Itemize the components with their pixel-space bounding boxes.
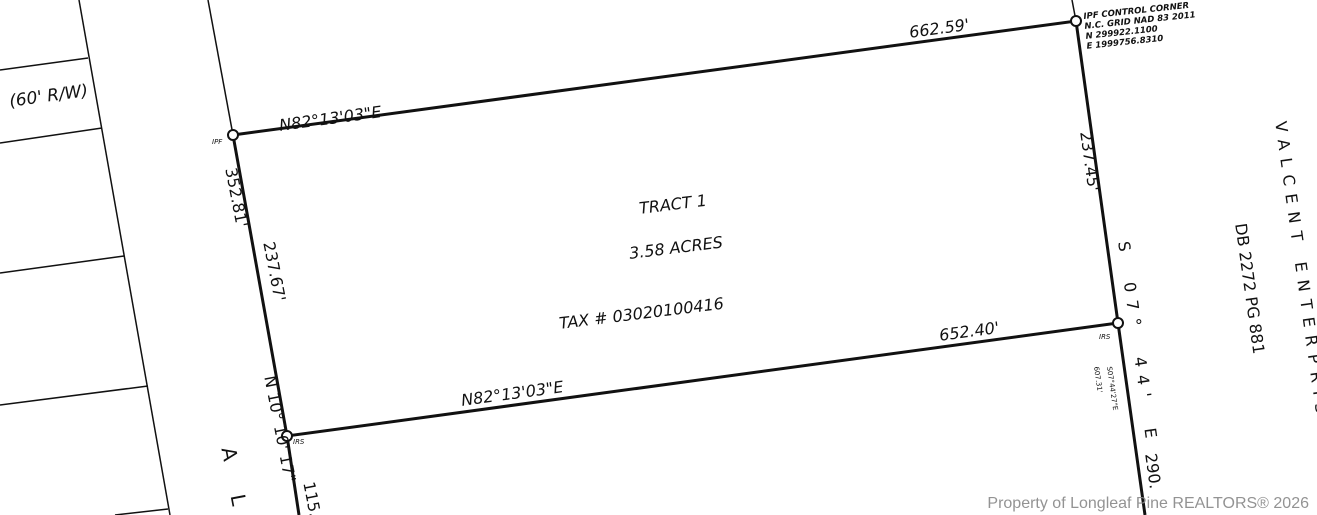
monument-icon [281, 430, 293, 442]
east-line-extension [1116, 322, 1147, 515]
lot-line [114, 508, 169, 515]
tract-boundary [231, 19, 1120, 438]
lot-line [0, 57, 89, 71]
west-line-extension [285, 435, 301, 515]
road-line [207, 0, 234, 136]
monument-label-sw: IRS [293, 438, 305, 446]
monument-icon [1112, 317, 1124, 329]
watermark: Property of Longleaf Pine REALTORS® 2026 [987, 495, 1309, 512]
monument-label-se: IRS [1099, 333, 1111, 341]
lot-line [0, 127, 103, 144]
lot-line [0, 385, 149, 406]
monument-label-nw: IPF [212, 138, 223, 146]
monument-icon [227, 129, 239, 141]
monument-icon [1070, 15, 1082, 27]
lot-line [0, 255, 125, 274]
road-line [78, 0, 171, 515]
